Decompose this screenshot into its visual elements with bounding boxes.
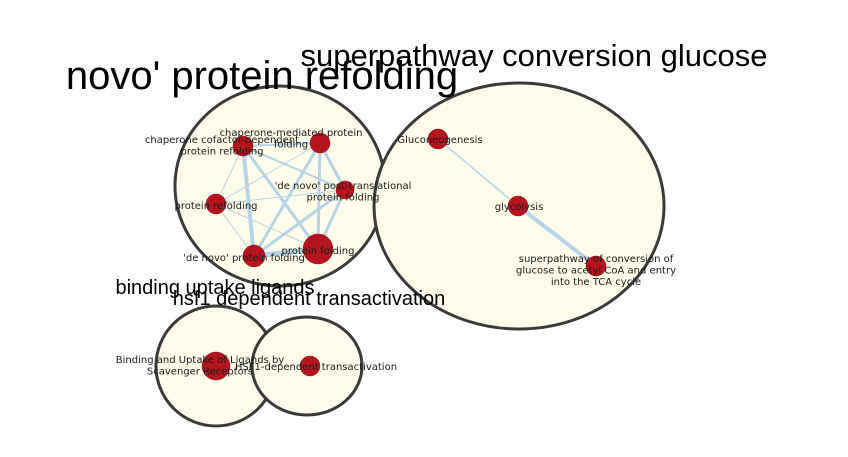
label-de-novo-protein-folding: 'de novo' protein folding bbox=[183, 253, 305, 264]
edge-n2-n5 bbox=[252, 141, 322, 258]
node-chaperone-mediated[interactable] bbox=[309, 132, 331, 154]
cluster-titles: superpathway conversion glucose novo' pr… bbox=[66, 38, 768, 310]
node-label-line: 'de novo' protein folding bbox=[183, 253, 305, 264]
label-hsf1-transactivation: HSF1-dependent transactivation bbox=[235, 362, 397, 373]
edge-n1-n4 bbox=[242, 145, 346, 191]
node-label-line: HSF1-dependent transactivation bbox=[235, 362, 397, 373]
node-label-line: protein folding bbox=[307, 193, 380, 204]
edge-n1-n5 bbox=[241, 144, 256, 258]
edge-n1-n3 bbox=[215, 145, 244, 205]
node-label-line: chaperone-mediated protein bbox=[220, 128, 363, 139]
node-binding-uptake[interactable] bbox=[201, 351, 231, 381]
node-label-line: glycolysis bbox=[495, 202, 544, 213]
cluster-title-hsf1: hsf1 dependent transactivation bbox=[173, 288, 445, 310]
label-glycolysis: glycolysis bbox=[495, 202, 544, 213]
node-label-line: chaperone cofactor-dependent bbox=[145, 135, 299, 146]
node-gluconeogenesis[interactable] bbox=[427, 128, 449, 150]
edge-n7-n8 bbox=[437, 138, 519, 207]
edge-n8-n9 bbox=[516, 204, 598, 268]
label-gluconeogenesis: Gluconeogenesis bbox=[397, 135, 482, 146]
edge-n2-n6 bbox=[316, 141, 322, 251]
label-protein-folding: protein folding bbox=[282, 246, 355, 257]
node-hsf1-transactivation[interactable] bbox=[299, 355, 321, 377]
node-label-line: glucose to acetyl CoA and entry bbox=[516, 266, 676, 277]
node-protein-folding[interactable] bbox=[302, 233, 334, 265]
node-label-line: Scavenger Receptors bbox=[147, 367, 253, 378]
node-label-line: 'de novo' post-translational bbox=[275, 181, 412, 192]
edge-n3-n4 bbox=[215, 189, 346, 205]
node-chaperone-cofactor[interactable] bbox=[232, 135, 254, 157]
node-protein-refolding[interactable] bbox=[205, 193, 227, 215]
node-label-line: Gluconeogenesis bbox=[397, 135, 482, 146]
edge-n4-n5 bbox=[252, 188, 347, 258]
node-de-novo-post-translational[interactable] bbox=[335, 180, 355, 200]
cluster-title-glucose: superpathway conversion glucose bbox=[301, 38, 768, 73]
node-label-line: into the TCA cycle bbox=[551, 277, 641, 288]
node-label-line: protein refolding bbox=[175, 201, 258, 212]
node-label-line: Binding and Uptake of Ligands by bbox=[116, 355, 285, 366]
edge-n1-n2 bbox=[242, 142, 321, 147]
node-label-line: superpathway of conversion of bbox=[519, 254, 674, 265]
node-label-line: protein folding bbox=[282, 246, 355, 257]
node-label-line: protein refolding bbox=[181, 147, 264, 158]
edge-n2-n3 bbox=[215, 142, 321, 205]
cluster-title-binding-uptake: binding uptake ligands bbox=[115, 277, 314, 299]
node-glycolysis[interactable] bbox=[507, 195, 529, 217]
node-de-novo-protein-folding[interactable] bbox=[242, 244, 266, 268]
label-protein-refolding: protein refolding bbox=[175, 201, 258, 212]
cluster-title-protein-refolding: novo' protein refolding bbox=[66, 54, 458, 98]
node-superpathway[interactable] bbox=[585, 255, 607, 277]
nodes bbox=[201, 128, 607, 381]
edge-n3-n6 bbox=[215, 203, 319, 250]
node-label-line: folding bbox=[274, 140, 308, 151]
